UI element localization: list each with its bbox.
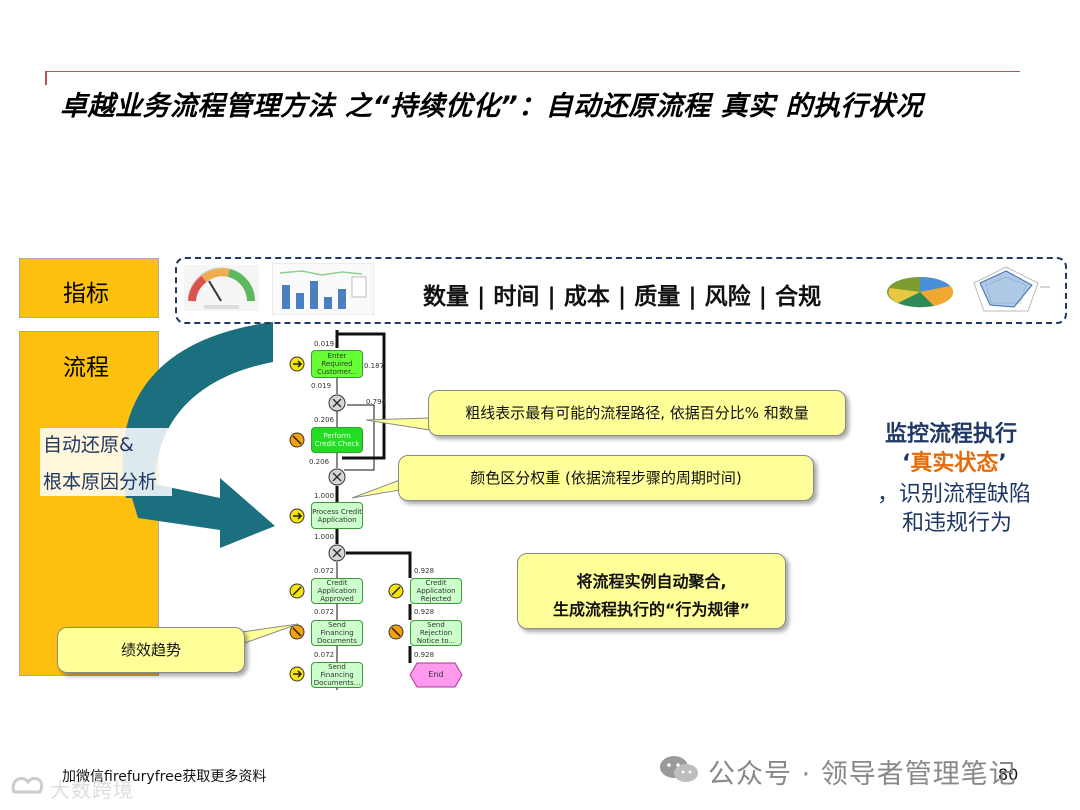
- callout-thick-line: 粗线表示最有可能的流程路径, 依据百分比% 和数量: [428, 390, 846, 436]
- page-title: 卓越业务流程管理方法 之“持续优化”：自动还原流程 真实 的执行状况: [60, 91, 923, 122]
- title-rule: [45, 71, 1020, 72]
- prob-label: 1.000: [314, 492, 335, 500]
- callout-performance-trend: 绩效趋势: [57, 627, 245, 673]
- auto-restore-label-line2: 根本原因分析: [43, 471, 158, 493]
- prob-label: 0.072: [314, 567, 335, 575]
- auto-restore-label-line1: 自动还原&: [43, 434, 134, 456]
- step-enter-customer: Enter Required Customer...: [311, 350, 363, 378]
- callout-thick-line-text: 粗线表示最有可能的流程路径, 依据百分比% 和数量: [465, 403, 809, 422]
- right-line4: 和违规行为: [902, 511, 1013, 536]
- prob-label: 0.928: [414, 608, 435, 616]
- prob-label: 1.000: [314, 533, 335, 541]
- step-status-icons: [289, 356, 404, 682]
- prob-label: 0.206: [309, 458, 330, 466]
- end-node-shape: [409, 662, 463, 688]
- prob-label: 0.187: [364, 362, 385, 370]
- step-send-financing-documents: Send Financing Documents: [311, 620, 363, 646]
- step-credit-approved: Credit Application Approved: [311, 578, 363, 604]
- gauge-chart-thumbnail: [184, 265, 259, 311]
- metrics-label: 指标: [63, 281, 109, 307]
- step-send-financing-documents-2: Send Financing Documents...: [311, 662, 363, 688]
- right-highlight-line: ‘真实状态’: [902, 445, 1007, 477]
- right-heading: 监控流程执行: [885, 422, 1018, 447]
- wechat-icon: [660, 756, 698, 782]
- auto-restore-label-bg: [40, 428, 172, 496]
- footer-note: 加微信firefuryfree获取更多资料: [62, 769, 267, 785]
- metrics-frame: [175, 257, 1067, 324]
- callout-aggregate-line2: 生成流程执行的“行为规律”: [552, 600, 751, 619]
- quote-close: ’: [998, 451, 1007, 476]
- process-label: 流程: [63, 355, 109, 381]
- prob-label: 0.928: [414, 651, 435, 659]
- metrics-dimensions: 数量 | 时间 | 成本 | 质量 | 风险 | 合规: [423, 284, 822, 310]
- right-line3: ，识别流程缺陷: [877, 482, 1032, 507]
- page-number: 80: [998, 765, 1019, 784]
- prob-label: 0.072: [314, 651, 335, 659]
- radar-chart-thumbnail: [973, 266, 1050, 312]
- prob-label: 0.206: [314, 416, 335, 424]
- callout-pointers: [241, 417, 431, 645]
- watermark-logo-icon: [11, 776, 43, 794]
- step-perform-credit-check: Perform Credit Check: [311, 427, 363, 453]
- prob-label: 0.072: [314, 608, 335, 616]
- end-node-label: End: [428, 670, 444, 679]
- watermark-brand: 大数跨境: [50, 778, 134, 802]
- callout-performance-trend-text: 绩效趋势: [120, 641, 181, 659]
- prob-label: 0.794: [366, 398, 387, 406]
- prob-label: 0.928: [414, 567, 435, 575]
- process-map-connectors: [328, 330, 412, 690]
- step-credit-rejected: Credit Application Rejected: [410, 578, 462, 604]
- watermark-account: 公众号 · 领导者管理笔记: [708, 759, 1017, 790]
- title-rule-tick: [45, 71, 47, 85]
- quote-open: ‘: [902, 451, 911, 476]
- metrics-label-box: [19, 258, 159, 318]
- prob-label: 0.019: [311, 382, 332, 390]
- bar-chart-thumbnail: [272, 263, 374, 315]
- real-state-highlight: 真实状态: [910, 451, 999, 476]
- callout-aggregate: 将流程实例自动聚合, 生成流程执行的“行为规律”: [517, 553, 786, 629]
- callout-aggregate-line1: 将流程实例自动聚合,: [576, 572, 727, 591]
- step-process-credit-application: Process Credit Application: [311, 502, 363, 529]
- prob-label: 0.019: [314, 340, 335, 348]
- callout-color-weight: 颜色区分权重 (依据流程步骤的周期时间): [398, 455, 814, 501]
- step-send-rejection-notice: Send Rejection Notice to...: [410, 620, 462, 646]
- callout-color-weight-text: 颜色区分权重 (依据流程步骤的周期时间): [470, 469, 742, 487]
- pie-chart-thumbnail: [887, 277, 954, 308]
